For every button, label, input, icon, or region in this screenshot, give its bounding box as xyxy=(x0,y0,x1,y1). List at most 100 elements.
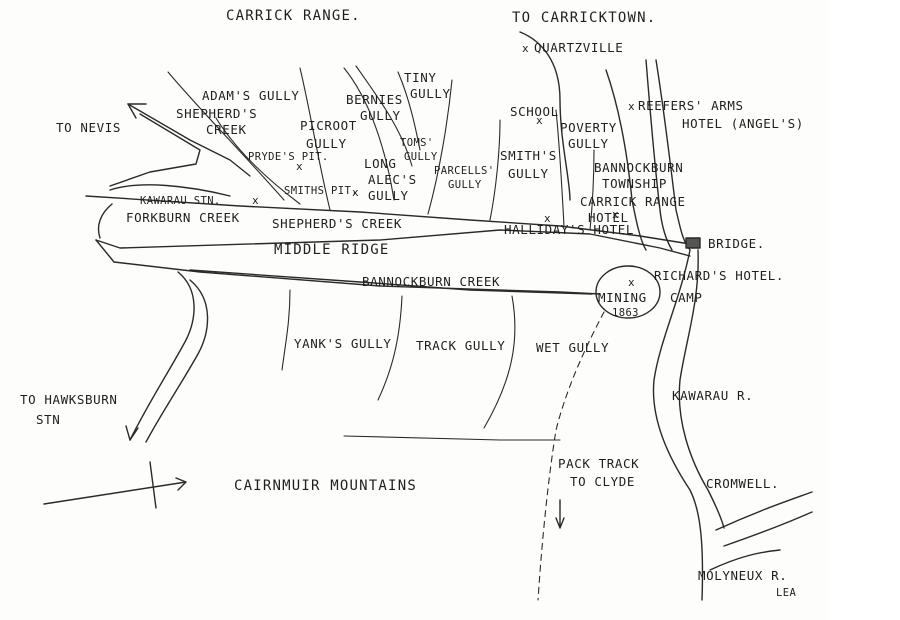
marker-smiths-pit: x xyxy=(352,186,359,199)
label-quartzville: QUARTZVILLE xyxy=(534,40,623,55)
label-track-gully: TRACK GULLY xyxy=(416,338,505,353)
label-bannockburn-creek: BANNOCKBURN CREEK xyxy=(362,274,500,289)
molyneux-river-inner xyxy=(709,549,781,571)
label-tiny-gully-1: TINY xyxy=(404,70,437,85)
label-to-hawksburn-1: TO HAWKSBURN xyxy=(20,392,118,407)
mining-camp-circle xyxy=(595,265,661,319)
label-kawarau-r: KAWARAU R. xyxy=(672,388,753,403)
to-hawksburn-road-b xyxy=(145,279,209,443)
label-bernies-gully-2: GULLY xyxy=(360,108,401,123)
direction-arrow xyxy=(43,461,187,509)
label-smiths-gully-1: SMITH'S xyxy=(500,148,557,163)
track-gully-line xyxy=(377,295,403,401)
label-to-carricktown: TO CARRICKTOWN. xyxy=(512,10,656,26)
to-nevis-road xyxy=(127,103,251,177)
label-toms-gully-1: TOMS' xyxy=(400,137,434,149)
yanks-gully-line xyxy=(281,289,291,371)
carricktown-road-east xyxy=(605,69,647,251)
kawarau-river-west xyxy=(652,249,704,601)
bernies-gully-line-b xyxy=(355,65,413,167)
poverty-gully-line xyxy=(589,149,595,231)
label-bannockburn-township-2: TOWNSHIP xyxy=(602,176,667,191)
label-shepherds-creek-lower: SHEPHERD'S CREEK xyxy=(272,216,402,231)
marker-carrick-range-hotel: x xyxy=(612,208,619,221)
carricktown-road-east-c xyxy=(655,59,691,251)
margin-strip xyxy=(828,0,900,620)
label-carrick-range-hotel-2: HOTEL xyxy=(588,210,629,225)
label-poverty-gully-2: GULLY xyxy=(568,136,609,151)
label-poverty-gully-1: POVERTY xyxy=(560,120,617,135)
label-toms-gully-2: GULLY xyxy=(404,151,438,163)
label-carrick-range: CARRICK RANGE. xyxy=(226,8,361,24)
label-reefers-arms-2: HOTEL (ANGEL'S) xyxy=(682,116,804,131)
nevis-arrow-head xyxy=(127,103,147,119)
label-mining-camp-1: MINING xyxy=(598,290,647,305)
marker-kawarau-stn: x xyxy=(252,194,259,207)
molyneux-river-north xyxy=(715,491,813,531)
valley-outline-ridge-top xyxy=(95,229,691,257)
to-hawksburn-road xyxy=(129,271,195,441)
middle-ridge-outline xyxy=(95,184,601,295)
label-cromwell: CROMWELL. xyxy=(706,476,779,491)
label-long-alecs-2: ALEC'S xyxy=(368,172,417,187)
label-shepherds-creek-1: SHEPHERD'S xyxy=(176,106,257,121)
adams-gully-line xyxy=(167,71,285,201)
pack-track-dashed xyxy=(537,311,605,601)
label-tiny-gully-2: GULLY xyxy=(410,86,451,101)
bannockburn-creek-line xyxy=(189,269,593,295)
label-adams-gully: ADAM'S GULLY xyxy=(202,88,300,103)
smiths-gully-line xyxy=(555,109,565,227)
label-parcells-gully-2: GULLY xyxy=(448,179,482,191)
marker-prydes-pit: x xyxy=(296,160,303,173)
signature: LEA xyxy=(776,587,796,599)
to-nevis-road-lower xyxy=(109,113,201,187)
label-to-hawksburn-2: STN xyxy=(36,412,60,427)
label-long-alecs-1: LONG xyxy=(364,156,397,171)
label-cairnmuir-mountains: CAIRNMUIR MOUNTAINS xyxy=(234,478,417,494)
label-kawarau-stn: KAWARAU STN. xyxy=(140,195,221,207)
molyneux-river-south xyxy=(723,511,813,547)
label-carrick-range-hotel-1: CARRICK RANGE xyxy=(580,194,686,209)
label-molyneux-r: MOLYNEUX R. xyxy=(698,568,787,583)
label-pack-track-1: PACK TRACK xyxy=(558,456,639,471)
label-hallidays-hotel: HALLIDAY'S HOTEL xyxy=(504,222,634,237)
label-to-nevis: TO NEVIS xyxy=(56,120,121,135)
label-mining-camp-2: CAMP xyxy=(670,290,703,305)
hawksburn-arrow-head xyxy=(125,425,139,441)
label-picroot-gully-1: PICROOT xyxy=(300,118,357,133)
label-forkburn-creek: FORKBURN CREEK xyxy=(126,210,240,225)
marker-school: x xyxy=(536,114,543,127)
marker-quartzville: x xyxy=(522,42,529,55)
marker-reefers-arms: x xyxy=(628,100,635,113)
wet-gully-line xyxy=(483,295,516,429)
kawarau-river-east xyxy=(678,249,725,529)
label-middle-ridge: MIDDLE RIDGE xyxy=(274,242,390,258)
marker-hallidays-hotel: x xyxy=(544,212,551,225)
label-picroot-gully-2: GULLY xyxy=(306,136,347,151)
label-reefers-arms-1: REEFERS' ARMS xyxy=(638,98,744,113)
pack-track-arrow xyxy=(555,499,565,529)
label-mining-year: 1863 xyxy=(612,307,639,319)
label-smiths-gully-2: GULLY xyxy=(508,166,549,181)
marker-richards-hotel: x xyxy=(628,276,635,289)
label-shepherds-creek-2: CREEK xyxy=(206,122,247,137)
label-wet-gully: WET GULLY xyxy=(536,340,609,355)
shepherds-creek-line xyxy=(215,117,301,205)
south-ridge-line xyxy=(343,435,561,441)
tiny-gully-line xyxy=(397,71,421,151)
label-bannockburn-township-1: BANNOCKBURN xyxy=(594,160,683,175)
label-long-alecs-3: GULLY xyxy=(368,188,409,203)
label-pack-track-2: TO CLYDE xyxy=(570,474,635,489)
to-carricktown-road xyxy=(519,31,571,201)
label-bernies-gully-1: BERNIES xyxy=(346,92,403,107)
label-richards-hotel: RICHARD'S HOTEL. xyxy=(654,268,784,283)
label-bridge: BRIDGE. xyxy=(708,236,765,251)
label-prydes-pit: PRYDE'S PIT. xyxy=(248,151,329,163)
picroot-gully-line xyxy=(299,67,331,211)
label-school: SCHOOL xyxy=(510,104,559,119)
bernies-gully-line xyxy=(343,67,395,201)
parcells-gully-line xyxy=(489,119,501,221)
label-yanks-gully: YANK'S GULLY xyxy=(294,336,392,351)
